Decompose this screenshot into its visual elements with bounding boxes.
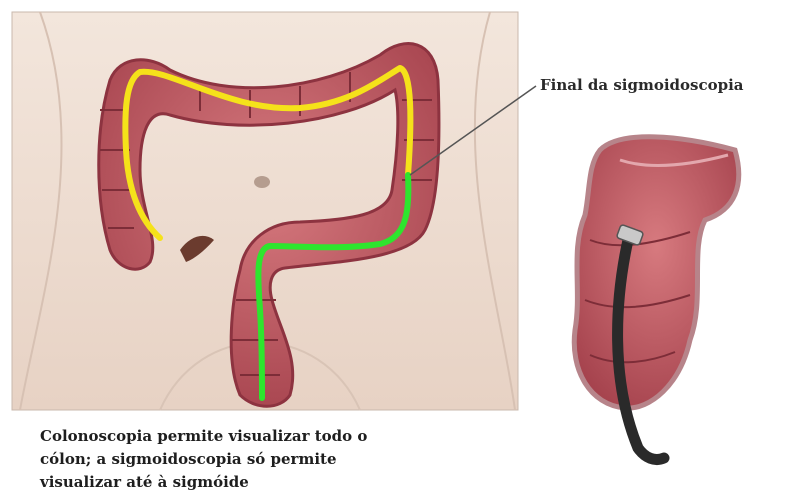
caption: Colonoscopia permite visualizar todo o c… xyxy=(40,425,510,494)
caption-line: visualizar até à sigmóide xyxy=(40,471,510,494)
callout-label: Final da sigmoidoscopia xyxy=(540,76,744,94)
caption-line: cólon; a sigmoidoscopia só permite xyxy=(40,448,510,471)
endoscope-inset xyxy=(574,137,739,460)
caption-line: Colonoscopia permite visualizar todo o xyxy=(40,425,510,448)
